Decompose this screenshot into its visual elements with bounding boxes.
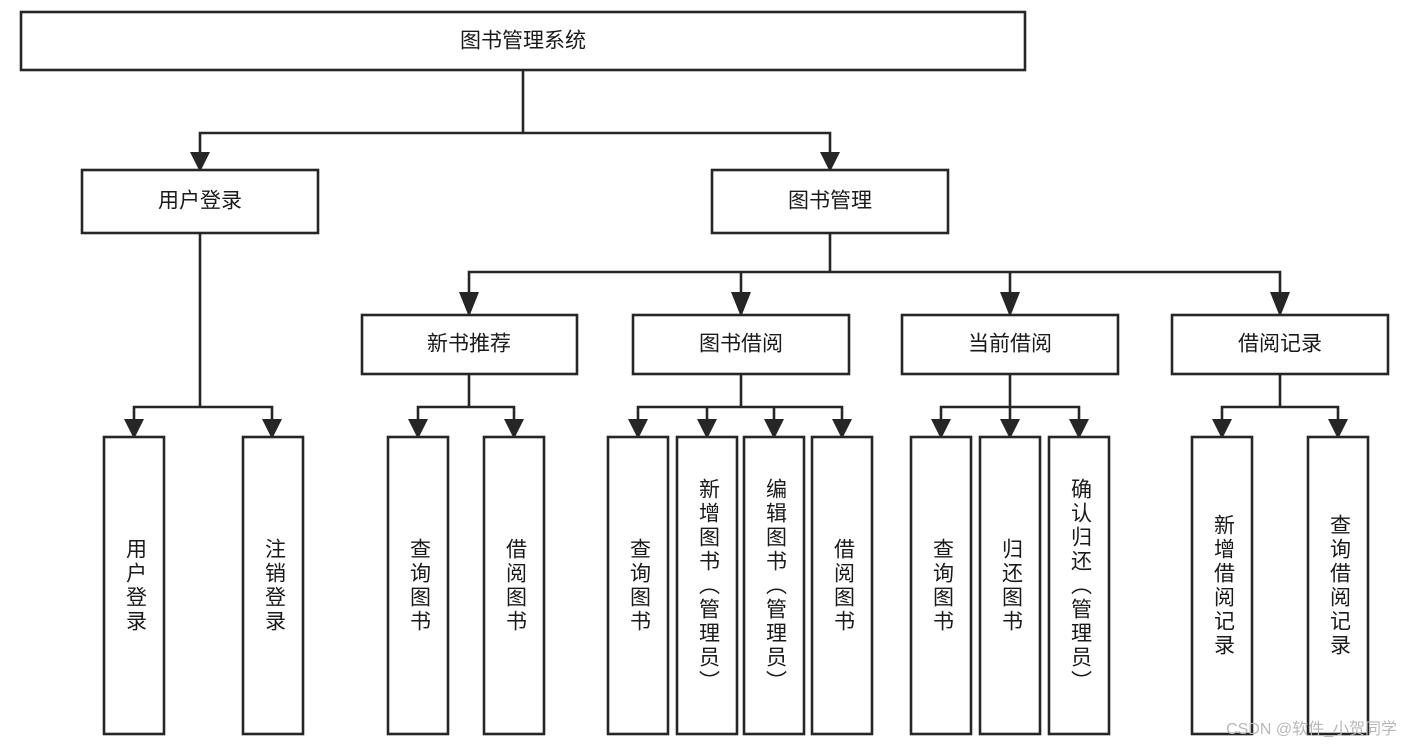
arrow-book-borrow-to-add-book: [697, 419, 717, 439]
arrow-new-book-rec-to-query-book: [408, 419, 428, 439]
node-leaf-logout-box[interactable]: [241, 435, 305, 736]
arrow-current-borrow-to-return-book: [1000, 419, 1020, 439]
node-leaf-borrow-book-2[interactable]: 借阅图书: [810, 435, 874, 736]
node-leaf-add-book-admin[interactable]: 新增图书（管理员）: [675, 435, 739, 736]
node-root-box[interactable]: [19, 10, 1027, 72]
edge-book-borrow-bus: [636, 372, 844, 427]
edge-user-login-bus: [132, 231, 274, 427]
arrow-user-login-to-leaf-user-login: [124, 419, 144, 439]
edge-book-manage-bus: [467, 231, 1282, 298]
node-book-borrow-box[interactable]: [631, 313, 851, 376]
edge-current-borrow-bus: [939, 372, 1081, 427]
node-book-manage[interactable]: 图书管理: [710, 168, 950, 235]
arrow-user-login-to-leaf-logout: [262, 419, 282, 439]
node-leaf-query-book-3[interactable]: 查询图书: [909, 435, 973, 736]
node-leaf-add-book-admin-label: 新增图书（管理员）: [696, 478, 720, 694]
arrow-book-manage-to-borrow-record: [1270, 292, 1290, 317]
node-leaf-borrow-book-2-box[interactable]: [810, 435, 874, 736]
node-user-login-box[interactable]: [80, 168, 320, 235]
edge-borrow-record-bus: [1220, 372, 1340, 427]
node-leaf-logout[interactable]: 注销登录: [241, 435, 305, 736]
node-leaf-borrow-book-1-box[interactable]: [482, 435, 546, 736]
node-root-label: 图书管理系统: [460, 30, 586, 53]
arrow-book-manage-to-current-borrow: [1000, 292, 1020, 317]
node-leaf-query-borrow-record[interactable]: 查询借阅记录: [1306, 435, 1370, 736]
connector-layer: [124, 68, 1348, 439]
node-leaf-logout-label: 注销登录: [262, 538, 286, 634]
node-current-borrow-label: 当前借阅: [968, 333, 1052, 356]
node-leaf-query-borrow-record-label: 查询借阅记录: [1327, 514, 1351, 658]
node-borrow-record-label: 借阅记录: [1238, 333, 1322, 356]
node-leaf-query-borrow-record-box[interactable]: [1306, 435, 1370, 736]
node-current-borrow[interactable]: 当前借阅: [900, 313, 1120, 376]
arrow-book-manage-to-book-borrow: [731, 292, 751, 317]
arrow-book-borrow-to-borrow-book: [832, 419, 852, 439]
arrow-current-borrow-to-query-book: [931, 419, 951, 439]
node-leaf-query-book-1-box[interactable]: [386, 435, 450, 736]
node-leaf-add-borrow-record[interactable]: 新增借阅记录: [1190, 435, 1254, 736]
node-root[interactable]: 图书管理系统: [19, 10, 1027, 72]
node-leaf-user-login-label: 用户登录: [123, 538, 147, 634]
node-current-borrow-box[interactable]: [900, 313, 1120, 376]
edge-new-book-rec-bus: [416, 372, 516, 427]
arrow-root-to-user-login: [190, 152, 210, 172]
node-leaf-query-book-2-box[interactable]: [606, 435, 670, 736]
csdn-watermark: CSDN @软件_小贺同学: [1226, 721, 1397, 738]
node-leaf-query-book-3-label: 查询图书: [930, 538, 954, 634]
arrow-book-borrow-to-edit-book: [764, 419, 784, 439]
node-leaf-confirm-return-admin-label: 确认归还（管理员）: [1068, 478, 1092, 694]
node-leaf-return-book-label: 归还图书: [999, 538, 1023, 634]
arrow-book-manage-to-new-book-rec: [459, 292, 479, 317]
node-leaf-query-book-3-box[interactable]: [909, 435, 973, 736]
arrow-book-borrow-to-query-book: [628, 419, 648, 439]
edge-root-bus: [198, 68, 832, 160]
node-book-borrow[interactable]: 图书借阅: [631, 313, 851, 376]
node-borrow-record[interactable]: 借阅记录: [1170, 313, 1390, 376]
node-leaf-query-book-2-label: 查询图书: [627, 538, 651, 634]
node-new-book-rec-box[interactable]: [360, 313, 579, 376]
arrow-borrow-record-to-add-record: [1212, 419, 1232, 439]
node-leaf-borrow-book-1-label: 借阅图书: [503, 538, 527, 634]
arrow-new-book-rec-to-borrow-book: [504, 419, 524, 439]
node-book-manage-box[interactable]: [710, 168, 950, 235]
node-leaf-edit-book-admin-label: 编辑图书（管理员）: [763, 478, 787, 694]
node-book-manage-label: 图书管理: [788, 190, 872, 213]
node-leaf-borrow-book-2-label: 借阅图书: [831, 538, 855, 634]
node-leaf-query-book-1[interactable]: 查询图书: [386, 435, 450, 736]
node-user-login-label: 用户登录: [158, 190, 242, 213]
node-leaf-add-borrow-record-label: 新增借阅记录: [1211, 514, 1235, 658]
node-leaf-confirm-return-admin-box[interactable]: [1047, 435, 1111, 736]
node-leaf-borrow-book-1[interactable]: 借阅图书: [482, 435, 546, 736]
node-leaf-edit-book-admin[interactable]: 编辑图书（管理员）: [742, 435, 806, 736]
node-leaf-user-login[interactable]: 用户登录: [102, 435, 166, 736]
node-leaf-return-book-box[interactable]: [978, 435, 1042, 736]
node-user-login[interactable]: 用户登录: [80, 168, 320, 235]
node-leaf-add-borrow-record-box[interactable]: [1190, 435, 1254, 736]
arrow-borrow-record-to-query-record: [1328, 419, 1348, 439]
arrow-root-to-book-manage: [820, 152, 840, 172]
node-leaf-user-login-box[interactable]: [102, 435, 166, 736]
node-leaf-edit-book-admin-box[interactable]: [742, 435, 806, 736]
node-new-book-rec-label: 新书推荐: [427, 333, 511, 356]
node-leaf-query-book-2[interactable]: 查询图书: [606, 435, 670, 736]
node-leaf-add-book-admin-box[interactable]: [675, 435, 739, 736]
node-borrow-record-box[interactable]: [1170, 313, 1390, 376]
node-new-book-rec[interactable]: 新书推荐: [360, 313, 579, 376]
node-book-borrow-label: 图书借阅: [699, 333, 783, 356]
node-leaf-return-book[interactable]: 归还图书: [978, 435, 1042, 736]
arrow-current-borrow-to-confirm-return: [1069, 419, 1089, 439]
node-leaf-confirm-return-admin[interactable]: 确认归还（管理员）: [1047, 435, 1111, 736]
node-leaf-query-book-1-label: 查询图书: [407, 538, 431, 634]
